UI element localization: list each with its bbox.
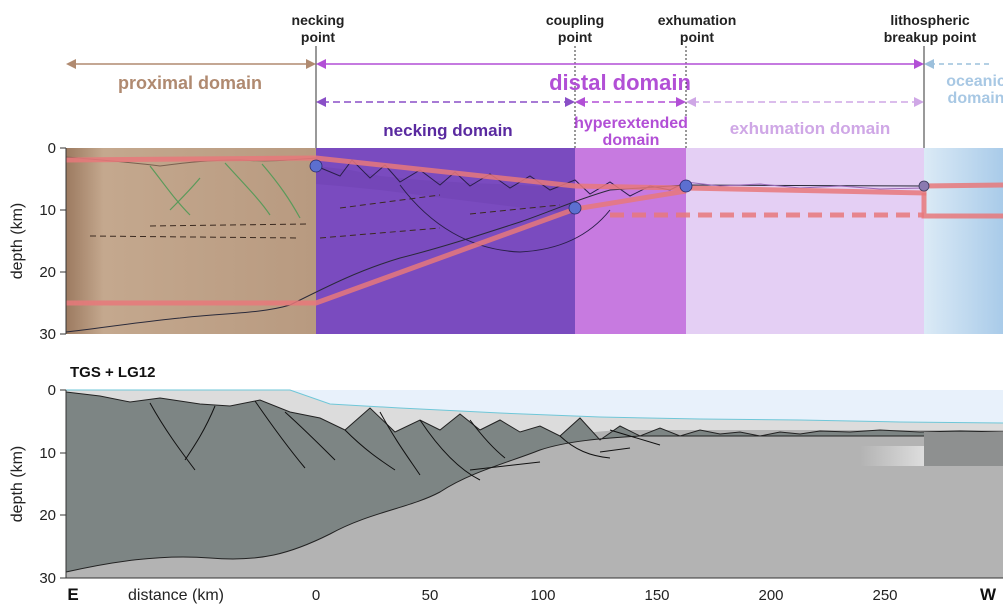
exhumation-point-label-1: exhumation <box>658 12 737 28</box>
bottom-faults <box>149 400 661 481</box>
coupling-point-label-2: point <box>558 29 593 45</box>
exhumation-point-marker <box>679 179 693 193</box>
necking-domain-arrow <box>316 97 575 107</box>
top-y-ticks <box>60 147 66 335</box>
bottom-y-axis-label: depth (km) <box>9 446 26 522</box>
hyperextended-domain-arrow <box>575 97 686 107</box>
necking-basin-base <box>399 184 611 253</box>
xtick-50: 50 <box>422 587 439 604</box>
oceanic-domain-label-2: domain <box>948 90 1003 107</box>
exhumation-domain-area <box>686 148 924 334</box>
xtick-100: 100 <box>530 587 555 604</box>
bottom-panel-title: TGS + LG12 <box>70 364 155 381</box>
necking-point-label-1: necking <box>292 12 345 28</box>
top-ytick-0: 0 <box>48 140 56 157</box>
oceanic-domain-label-1: oceanic <box>946 73 1003 90</box>
exhumation-point-label-2: point <box>680 29 715 45</box>
bottom-oceanic-block <box>924 432 1003 466</box>
bottom-seafloor-line <box>66 389 1003 424</box>
proximal-domain-area <box>66 148 316 334</box>
bottom-ytick-20: 20 <box>39 507 56 524</box>
top-panel <box>60 147 1003 335</box>
necking-point-marker <box>309 159 323 173</box>
bottom-panel <box>60 389 1003 579</box>
proximal-fault-2 <box>169 177 201 211</box>
oceanic-domain-arrow <box>924 59 990 69</box>
proximal-fault-3 <box>224 162 271 216</box>
hyperextended-domain-area <box>575 148 686 334</box>
proximal-fault-4 <box>261 163 301 219</box>
bottom-mantle <box>66 430 1003 578</box>
bottom-fade-block <box>860 446 924 466</box>
necking-fault-blocks <box>315 159 687 197</box>
bottom-ytick-10: 10 <box>39 445 56 462</box>
distal-arrow <box>316 59 924 69</box>
xtick-250: 250 <box>872 587 897 604</box>
proximal-arrow <box>66 59 316 69</box>
proximal-midcrust-dashes <box>89 194 561 239</box>
proximal-domain-label: proximal domain <box>118 73 262 93</box>
west-label: W <box>980 585 997 604</box>
top-red-oceanic-step <box>921 193 1003 219</box>
x-axis-label: distance (km) <box>128 587 224 604</box>
necking-upper-crust <box>316 166 575 215</box>
bottom-crust <box>65 391 1003 573</box>
distal-domain-label: distal domain <box>549 70 691 95</box>
top-ytick-20: 20 <box>39 264 56 281</box>
bottom-ytick-30: 30 <box>39 570 56 587</box>
proximal-fault-1 <box>149 165 191 216</box>
top-red-moho-line <box>66 188 687 306</box>
necking-domain-label: necking domain <box>383 121 512 140</box>
top-moho-line <box>65 184 925 333</box>
coupling-point-label-1: coupling <box>546 12 604 28</box>
breakup-point-marker <box>918 180 930 192</box>
hyperextended-domain-label-2: domain <box>603 132 660 149</box>
xtick-200: 200 <box>758 587 783 604</box>
top-ytick-30: 30 <box>39 326 56 343</box>
bottom-ytick-0: 0 <box>48 382 56 399</box>
point-labels: necking point coupling point exhumation … <box>292 12 977 45</box>
xtick-0: 0 <box>312 587 320 604</box>
east-label: E <box>67 585 78 604</box>
xtick-150: 150 <box>644 587 669 604</box>
breakup-point-label-1: lithospheric <box>890 12 970 28</box>
top-ytick-10: 10 <box>39 202 56 219</box>
hyperextended-domain-label-1: hyperextended <box>574 115 688 132</box>
oceanic-domain-area <box>924 148 1003 334</box>
top-y-axis-label: depth (km) <box>9 203 26 279</box>
coupling-point-marker <box>568 201 582 215</box>
bottom-y-ticks <box>60 389 66 579</box>
exhumation-domain-label: exhumation domain <box>730 119 891 138</box>
breakup-point-label-2: breakup point <box>884 29 977 45</box>
exhumation-domain-arrow <box>686 97 924 107</box>
necking-point-label-2: point <box>301 29 336 45</box>
